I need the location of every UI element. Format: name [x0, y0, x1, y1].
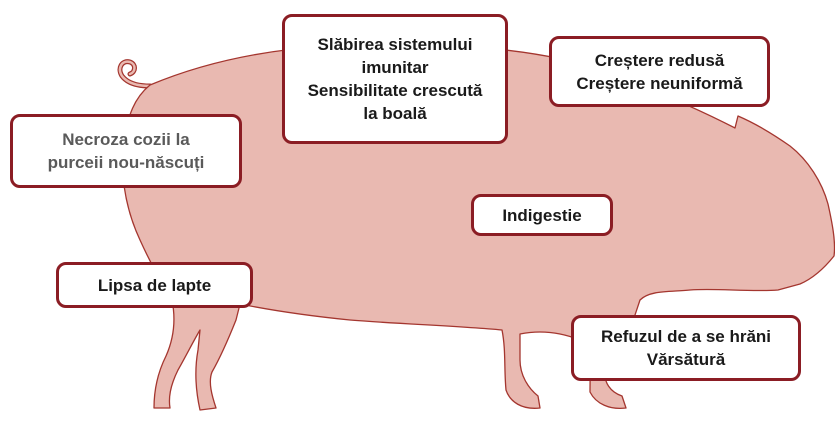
indigestion-label-line1: Indigestie — [502, 205, 582, 225]
indigestion-label: Indigestie — [471, 194, 613, 236]
feed-label-line2: Vărsătură — [646, 350, 726, 369]
tail-necrosis-label: Necroza cozii la purceii nou-născuți — [10, 114, 242, 188]
immune-weakness-label: Slăbirea sistemului imunitar Sensibilita… — [282, 14, 508, 144]
feed-refusal-label: Refuzul de a se hrăni Vărsătură — [571, 315, 801, 381]
immune-label-line4: la boală — [363, 104, 427, 123]
pig-tail-fill — [118, 60, 152, 88]
growth-label-line1: Creștere redusă — [594, 50, 725, 70]
tail-label-line1: Necroza cozii la — [62, 130, 190, 149]
reduced-growth-label: Creștere redusă Creștere neuniformă — [549, 36, 770, 107]
growth-label-line2: Creștere neuniformă — [576, 73, 743, 93]
immune-label-line3: Sensibilitate crescută — [307, 81, 483, 100]
milk-shortage-label: Lipsa de lapte — [56, 262, 253, 308]
tail-label-line2: purceii nou-născuți — [47, 153, 205, 172]
immune-label-line2: imunitar — [361, 58, 429, 77]
immune-label-line1: Slăbirea sistemului — [317, 35, 473, 54]
milk-label-line1: Lipsa de lapte — [97, 275, 212, 295]
feed-label-line1: Refuzul de a se hrăni — [600, 327, 772, 346]
